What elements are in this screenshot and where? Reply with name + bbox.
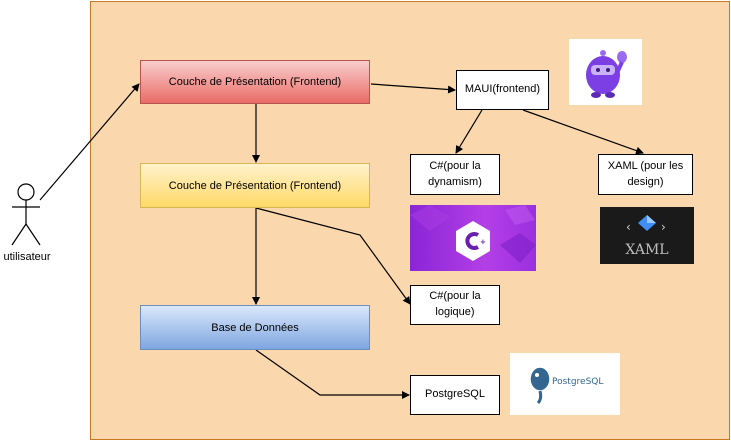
svg-text:›: › (661, 220, 666, 234)
xaml-logo-text: XAML (625, 242, 668, 258)
svg-text:‹: ‹ (626, 220, 631, 234)
presentation-layer-mid: Couche de Présentation (Frontend) (140, 163, 370, 208)
presentation-layer-top: Couche de Présentation (Frontend) (140, 60, 370, 104)
maui-logo-icon (569, 39, 642, 105)
actor-label: utilisateur (3, 251, 51, 263)
arrow-db-to-postgres (255, 349, 410, 399)
csharp-logo-icon: + (410, 205, 536, 271)
xaml-design-box: XAML (pour les design) (598, 154, 693, 195)
postgresql-logo-text: PostgreSQL (552, 377, 603, 387)
svg-text:+: + (480, 238, 486, 246)
postgresql-box: PostgreSQL (410, 375, 500, 415)
csharp-logic-box: C#(pour la logique) (410, 285, 500, 325)
arrow-pres-to-maui (370, 83, 456, 94)
arrow-maui-to-csharp (455, 109, 483, 154)
xaml-logo-icon: ‹ › XAML (600, 207, 694, 264)
arrow-maui-to-xaml (522, 109, 644, 155)
actor-figure (11, 183, 41, 246)
csharp-dynamism-box: C#(pour la dynamism) (410, 154, 500, 195)
database-layer: Base de Données (140, 305, 370, 350)
arrow-pres2-to-logic (255, 207, 411, 305)
arrow-actor-to-presentation (39, 83, 140, 201)
postgresql-logo-icon: PostgreSQL (510, 353, 620, 415)
maui-box: MAUI(frontend) (456, 70, 549, 110)
